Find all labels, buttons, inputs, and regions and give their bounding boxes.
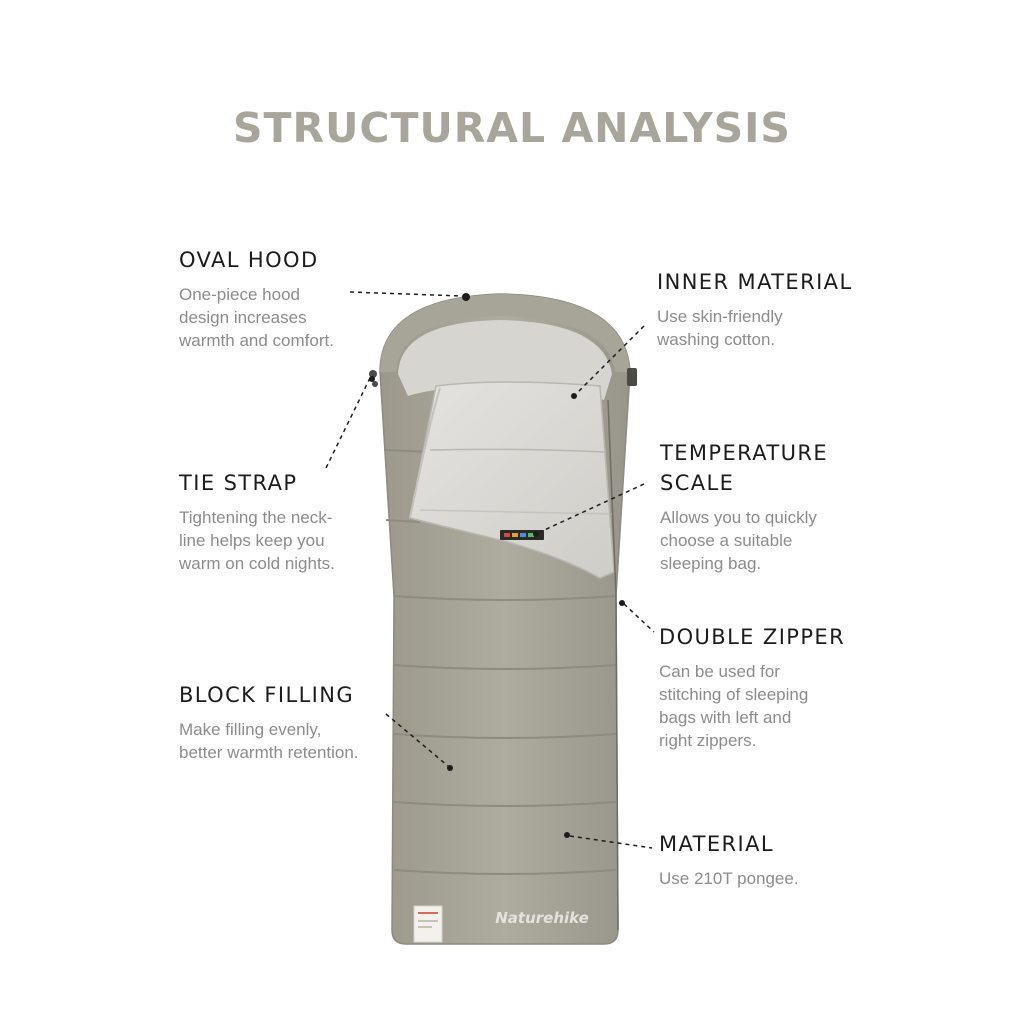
feature-temperature-scale: TEMPERATURE SCALE Allows you to quickly … (660, 438, 828, 575)
feature-desc-material: Use 210T pongee. (659, 869, 799, 888)
feature-title-material: MATERIAL (659, 832, 775, 856)
feature-title-double-zipper: DOUBLE ZIPPER (659, 625, 846, 649)
feature-title-tie-strap: TIE STRAP (179, 471, 298, 495)
feature-title-inner-material: INNER MATERIAL (657, 270, 853, 294)
zipper-track (607, 399, 619, 931)
hood-toggle (627, 368, 637, 386)
feature-desc-temperature-scale: Allows you to quickly choose a suitable … (660, 508, 817, 573)
feature-title-temperature-scale: TEMPERATURE SCALE (660, 441, 829, 495)
callout-dots (369, 293, 625, 838)
feature-desc-oval-hood: One-piece hood design increases warmth a… (179, 285, 334, 350)
feature-desc-block-filling: Make filling evenly, better warmth reten… (179, 720, 359, 762)
block-filling-seams (393, 595, 617, 875)
feature-block-filling: BLOCK FILLING Make filling evenly, bette… (179, 680, 359, 764)
naturehike-logo: Naturehike (495, 909, 589, 927)
feature-desc-inner-material: Use skin-friendly washing cotton. (657, 307, 783, 349)
care-label (413, 905, 443, 943)
feature-double-zipper: DOUBLE ZIPPER Can be used for stitching … (659, 622, 845, 752)
feature-oval-hood: OVAL HOOD One-piece hood design increase… (179, 245, 334, 352)
feature-title-oval-hood: OVAL HOOD (179, 248, 319, 272)
inner-lining-flap (409, 381, 615, 579)
feature-desc-tie-strap: Tightening the neck- line helps keep you… (179, 508, 335, 573)
feature-tie-strap: TIE STRAP Tightening the neck- line help… (179, 468, 335, 575)
feature-inner-material: INNER MATERIAL Use skin-friendly washing… (657, 267, 853, 351)
feature-title-block-filling: BLOCK FILLING (179, 683, 355, 707)
feature-desc-double-zipper: Can be used for stitching of sleeping ba… (659, 662, 809, 750)
page-title: STRUCTURAL ANALYSIS (233, 104, 791, 152)
temperature-scale-label (500, 530, 544, 540)
hood-lining (398, 320, 612, 400)
callout-lines (325, 291, 655, 849)
feature-material: MATERIAL Use 210T pongee. (659, 829, 799, 890)
tie-strap-toggle (369, 370, 378, 387)
